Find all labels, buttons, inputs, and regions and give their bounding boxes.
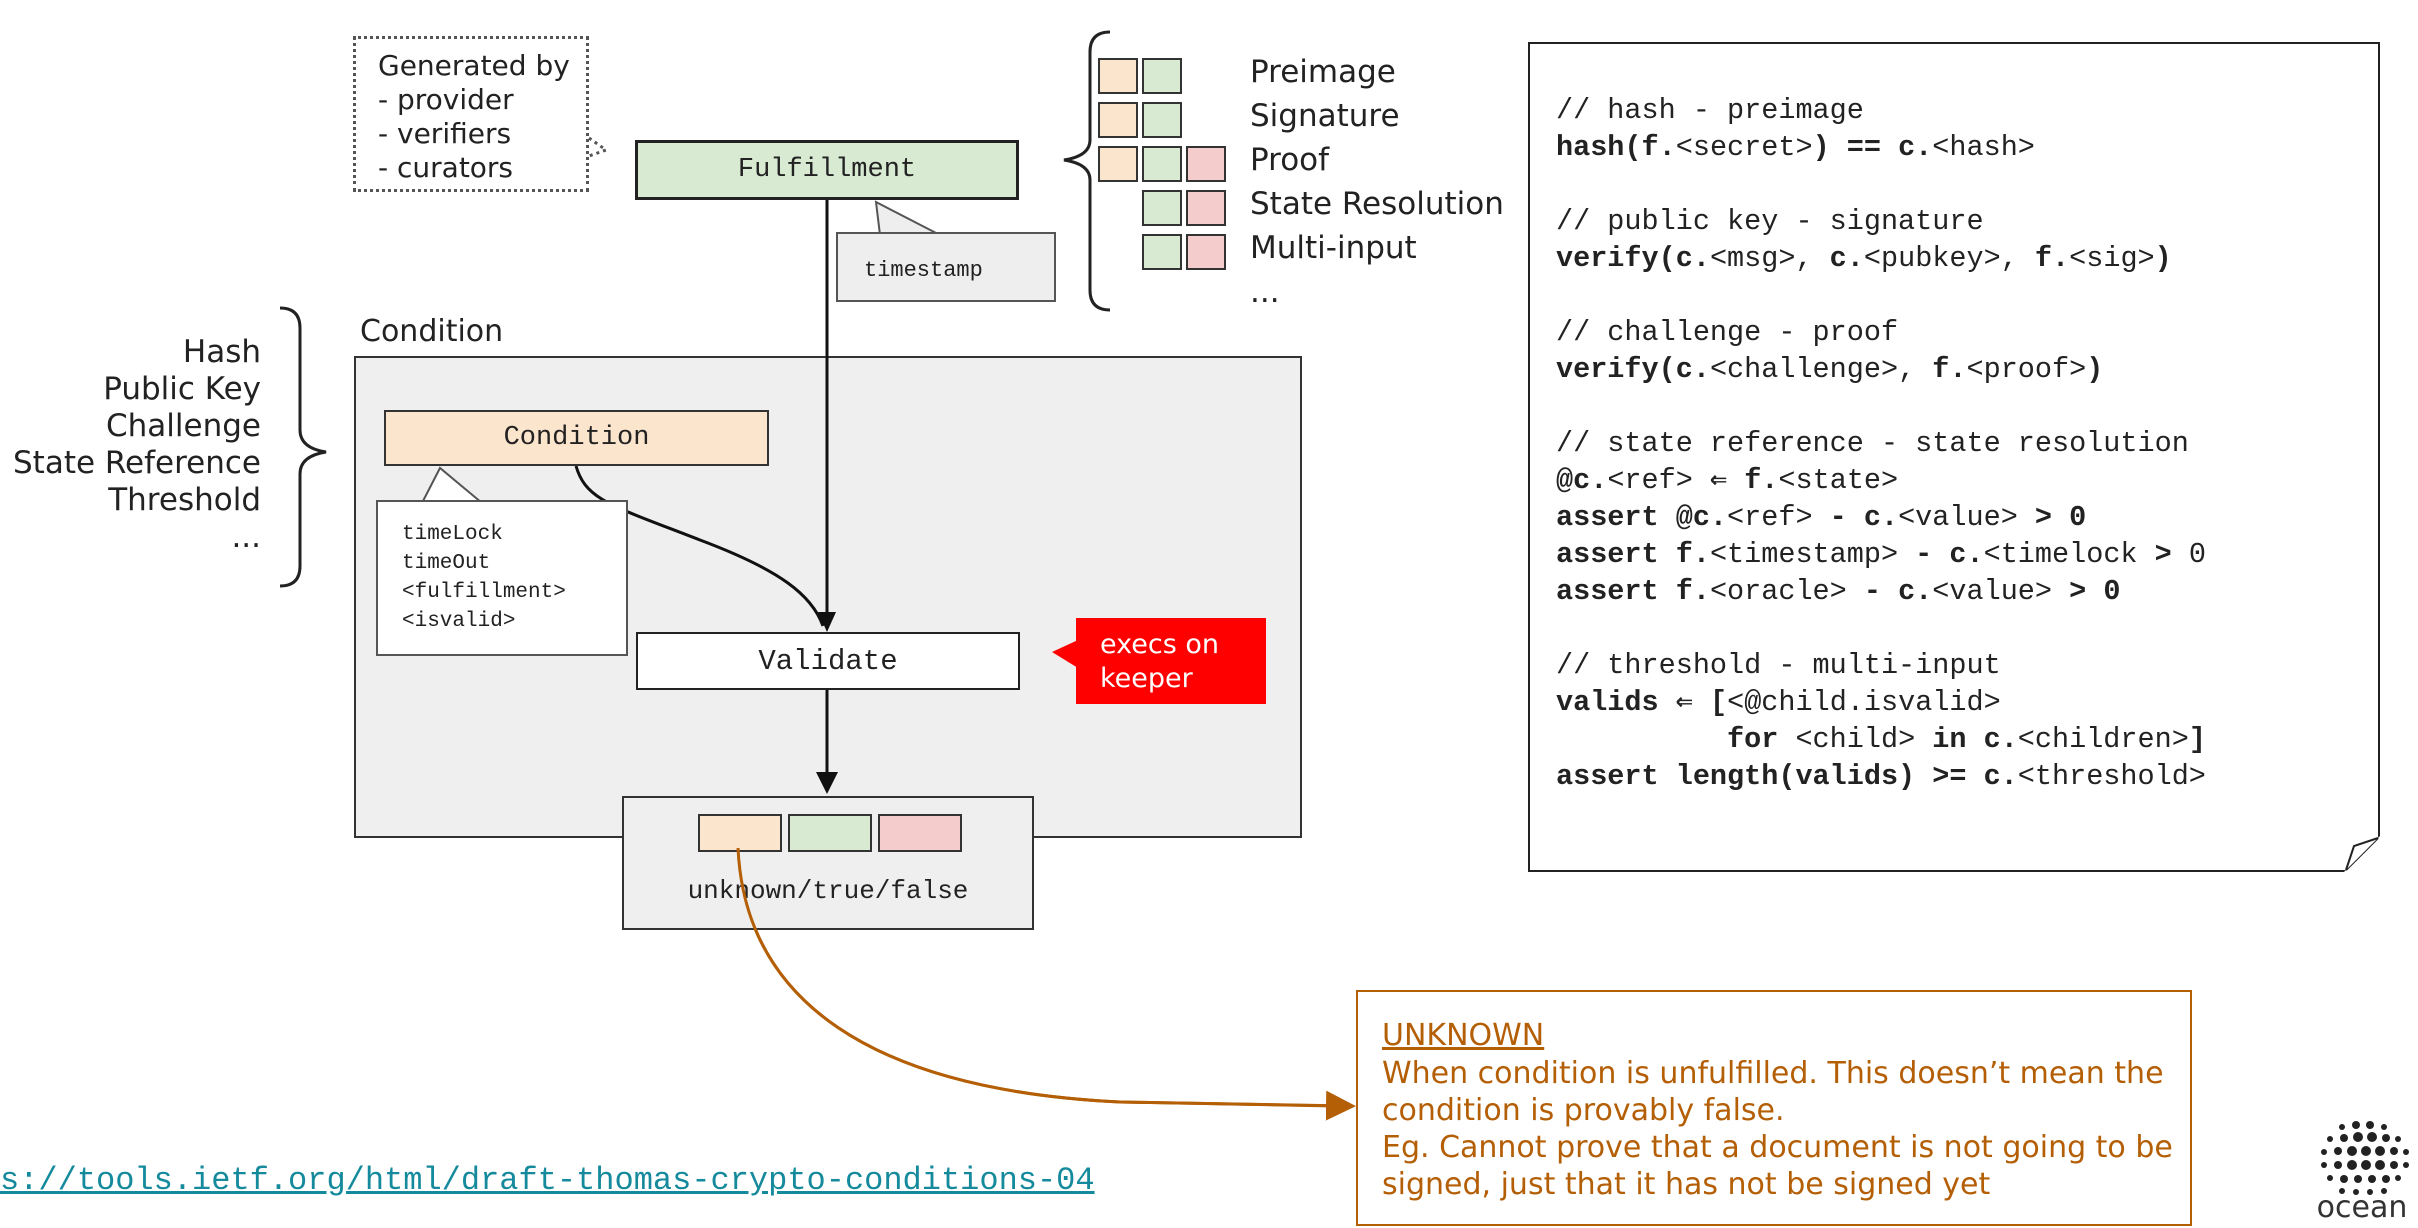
result-swatch-true [788,814,872,852]
condition-type-hash: Hash [182,334,261,370]
result-swatch-false [878,814,962,852]
keeper-badge-line: keeper [1100,663,1193,694]
condition-type-more: ... [231,519,261,555]
code-line: verify(c.<challenge>, f.<proof>) [1556,353,2104,386]
condition-param: timeOut [402,552,491,575]
condition-param: timeLock [402,523,503,546]
ocean-logo-text: ocean [2316,1190,2408,1225]
swatch-orange [1098,146,1138,182]
code-comment: // state reference - state resolution [1556,427,2189,460]
unknown-explanation-box: UNKNOWN When condition is unfulfilled. T… [1356,990,2192,1226]
result-swatch-unknown [698,814,782,852]
generated-by-note: Generated by - provider - verifiers - cu… [353,36,589,192]
swatch-pink [1186,234,1226,270]
unknown-text-line: Eg. Cannot prove that a document is not … [1382,1130,2173,1165]
code-line: assert f.<timestamp> - c.<timelock > 0 [1556,538,2206,571]
swatch-orange [1098,102,1138,138]
fulfillment-type-preimage: Preimage [1250,54,1396,90]
swatch-pink [1186,190,1226,226]
code-line: verify(c.<msg>, c.<pubkey>, f.<sig>) [1556,242,2172,275]
result-box: unknown/true/false [622,796,1034,930]
spec-reference-link[interactable]: s://tools.ietf.org/html/draft-thomas-cry… [0,1162,1095,1199]
fulfillment-type-more: ... [1250,274,1280,310]
execs-on-keeper-badge: execs on keeper [1076,618,1266,704]
condition-param: <isvalid> [402,610,516,633]
fulfillment-box: Fulfillment [635,140,1019,200]
swatch-green [1142,146,1182,182]
fulfillment-types-brace [1063,30,1111,312]
fulfillment-type-state-resolution: State Resolution [1250,186,1504,222]
condition-types-brace [279,306,327,588]
note-line: Generated by [378,49,570,82]
condition-type-public-key: Public Key [103,371,261,407]
code-comment: // challenge - proof [1556,316,1899,349]
unknown-text-line: signed, just that it has not be signed y… [1382,1167,1991,1202]
fulfillment-type-multi-input: Multi-input [1250,230,1417,266]
note-line: - provider [378,83,514,116]
condition-type-threshold: Threshold [108,482,261,518]
code-line: for <child> in c.<children>] [1727,723,2206,756]
code-comment: // threshold - multi-input [1556,649,2001,682]
validation-code-panel: // hash - preimage hash(f.<secret>) == c… [1528,42,2380,872]
condition-box: Condition [384,410,769,466]
condition-param: <fulfillment> [402,581,566,604]
swatch-green [1142,58,1182,94]
swatch-orange [1098,58,1138,94]
timestamp-callout: timestamp [836,232,1056,302]
result-label: unknown/true/false [687,876,969,906]
code-comment: // hash - preimage [1556,94,1864,127]
fulfillment-type-proof: Proof [1250,142,1330,178]
note-line: - curators [378,151,514,184]
unknown-text-line: When condition is unfulfilled. This does… [1382,1056,2164,1091]
keeper-badge-tail [1052,640,1078,668]
swatch-green [1142,234,1182,270]
page-fold-corner [2344,836,2380,872]
timestamp-label: timestamp [864,258,983,283]
swatch-pink [1186,146,1226,182]
condition-area-title: Condition [360,314,504,349]
ocean-logo-icon [2321,1121,2409,1195]
code-line: assert length(valids) >= c.<threshold> [1556,760,2206,793]
condition-type-challenge: Challenge [106,408,261,444]
code-line: assert @c.<ref> - c.<value> > 0 [1556,501,2087,534]
fulfillment-type-signature: Signature [1250,98,1400,134]
code-line: assert f.<oracle> - c.<value> > 0 [1556,575,2121,608]
condition-params-note: timeLock timeOut <fulfillment> <isvalid> [376,500,628,656]
swatch-green [1142,190,1182,226]
note-line: - verifiers [378,117,512,150]
unknown-text-line: condition is provably false. [1382,1093,1785,1128]
keeper-badge-line: execs on [1100,629,1220,660]
condition-type-state-reference: State Reference [12,445,261,481]
code-line: hash(f.<secret>) == c.<hash> [1556,131,2035,164]
code-line: @c.<ref> ⇐ f.<state> [1556,464,1899,497]
swatch-green [1142,102,1182,138]
code-comment: // public key - signature [1556,205,1984,238]
unknown-title: UNKNOWN [1382,1018,1545,1053]
code-line: valids ⇐ [<@child.isvalid> [1556,686,2001,719]
validate-box: Validate [636,632,1020,690]
